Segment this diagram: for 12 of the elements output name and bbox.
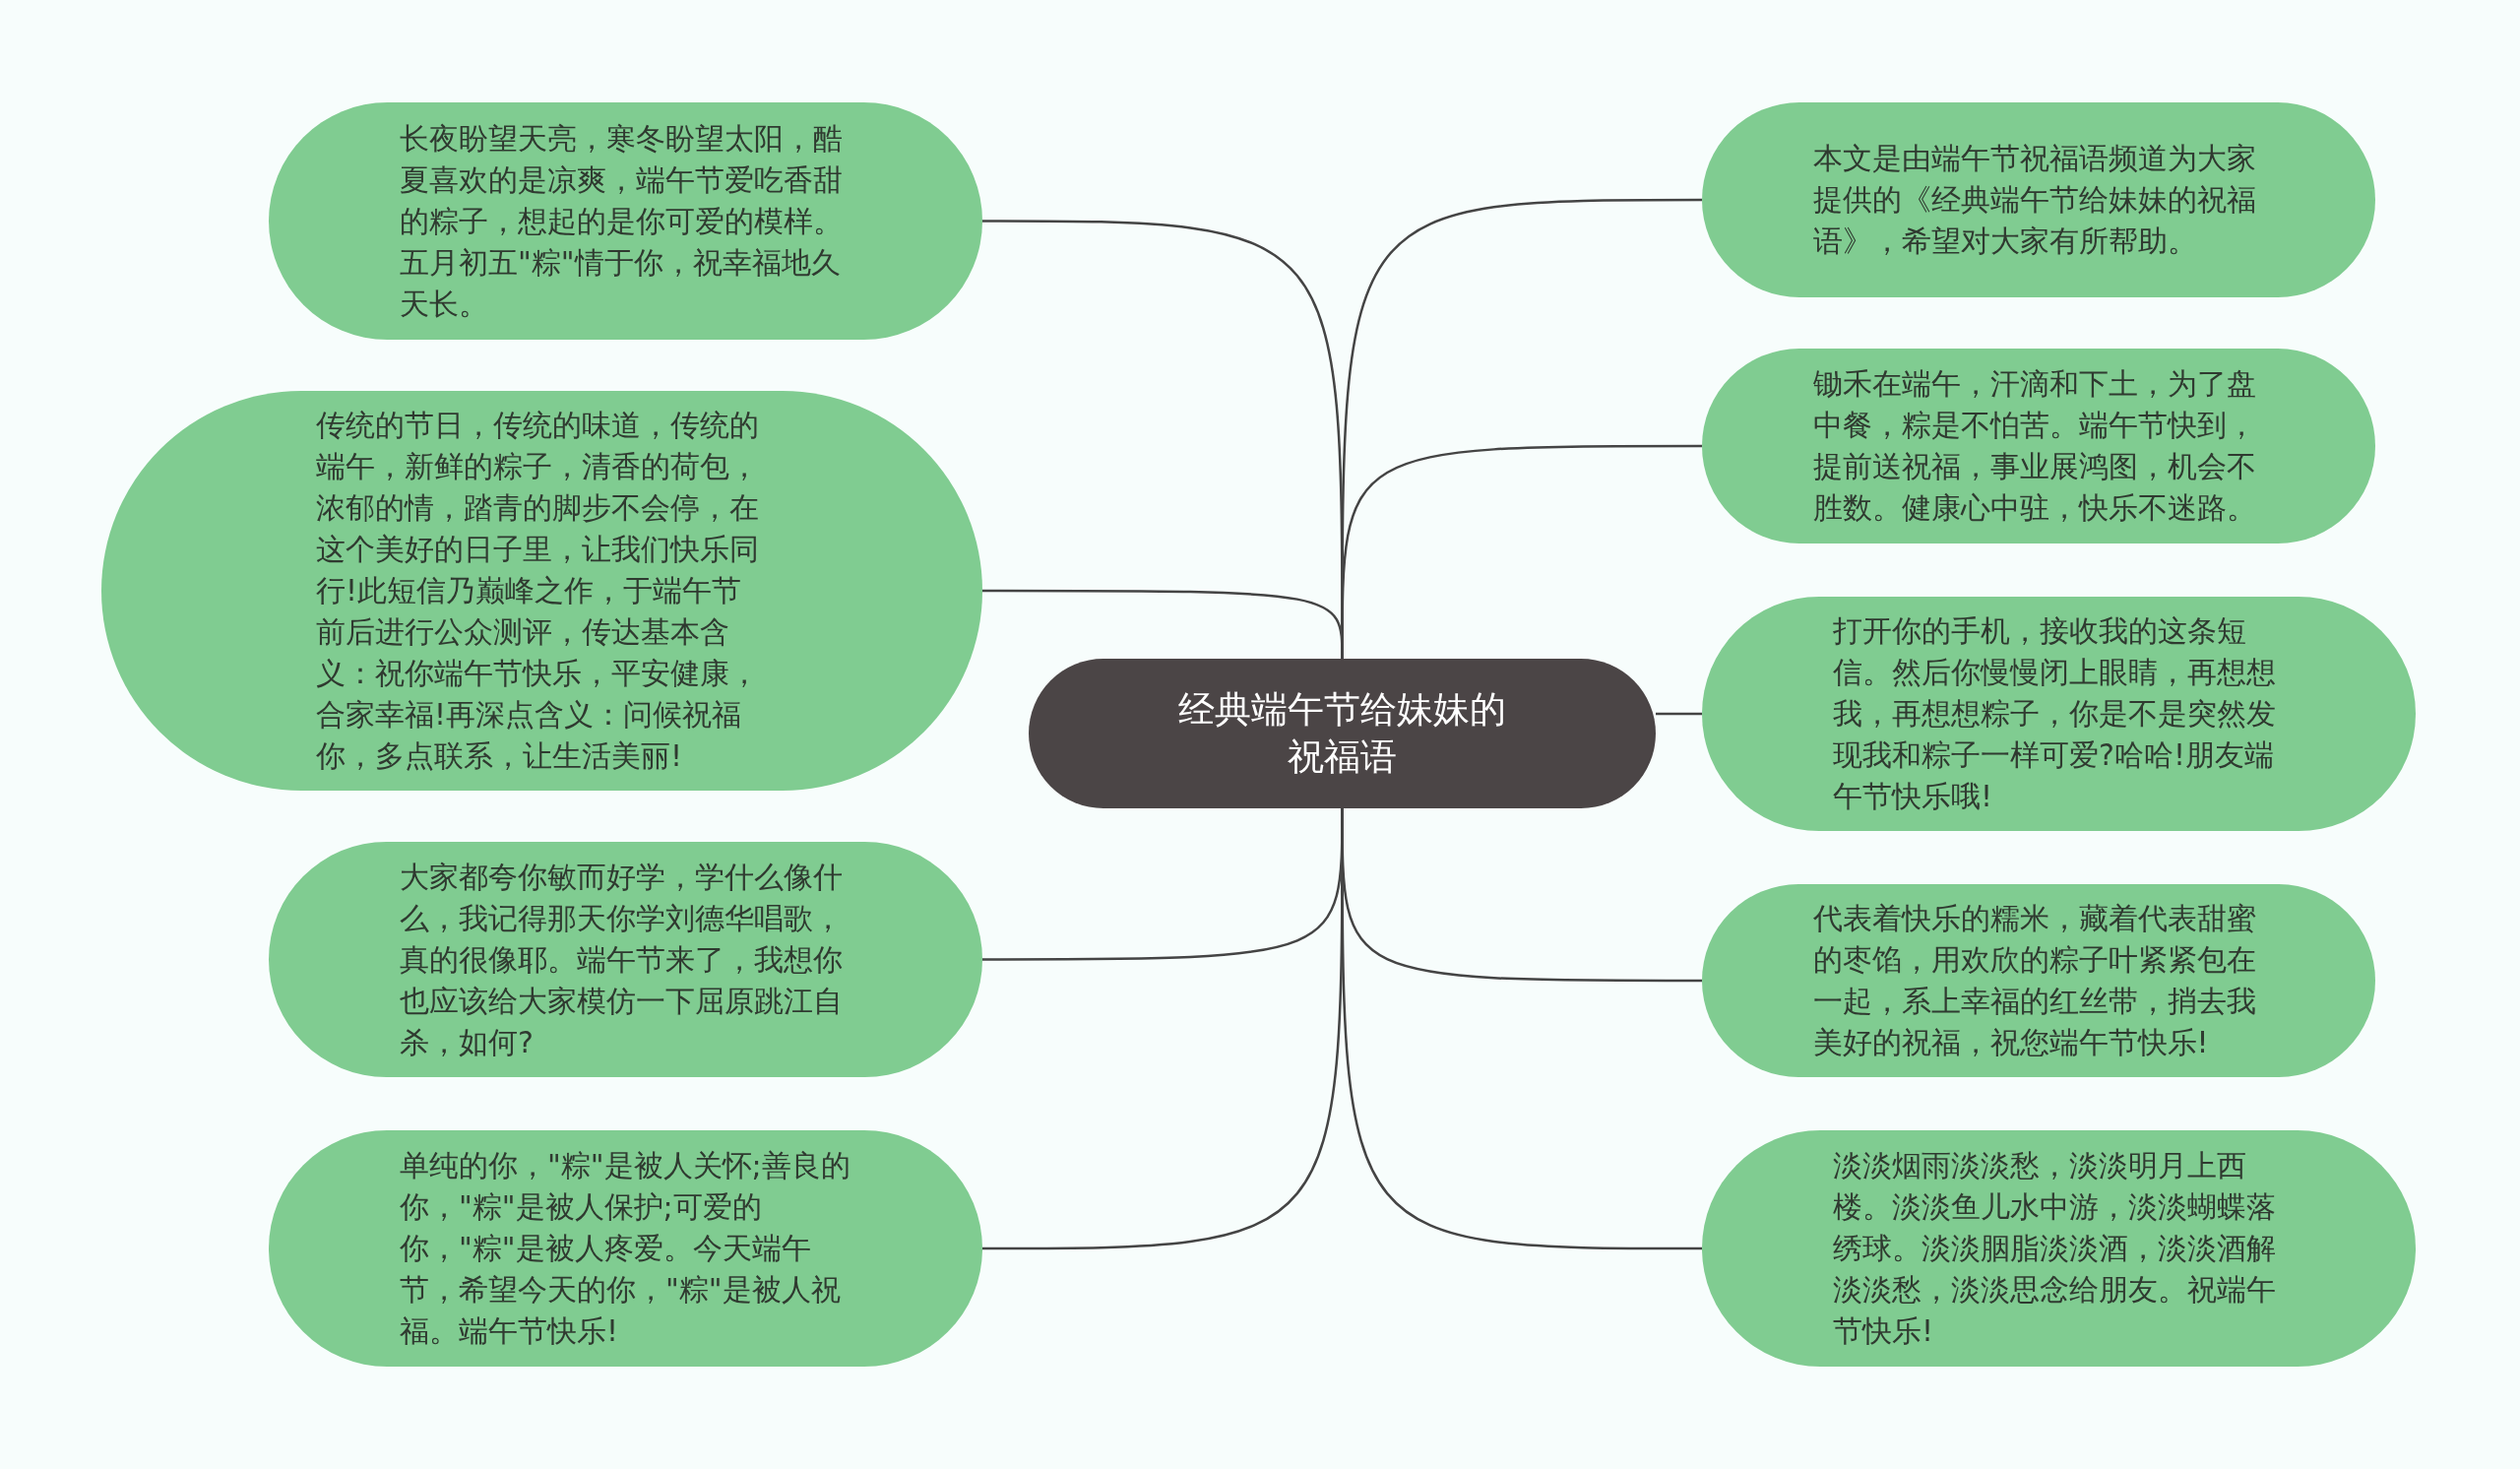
wish-text: 本文是由端午节祝福语频道为大家提供的《经典端午节给妹妹的祝福语》，希望对大家有所帮助。 [1812,140,2257,260]
wish-text: 打开你的手机，接收我的这条短信。然后你慢慢闭上眼睛，再想想我，再想想粽子，你是不是突然发现我和粽子一样可爱?哈哈!朋友端午节快乐哦! [1833,612,2277,815]
wish-text: 淡淡烟雨淡淡愁，淡淡明月上西楼。淡淡鱼儿水中游，淡淡蝴蝶落绣球。淡淡胭脂淡淡酒，淡淡酒解淡淡愁，淡淡思念给朋友。祝端午节快乐! [1833,1147,2277,1350]
topic-title: 经典端午节给妹妹的祝福语 [1177,687,1507,780]
wish-text: 锄禾在端午，汗滴和下土，为了盘中餐，粽是不怕苦。端午节快到，提前送祝福，事业展鸿图，机会不胜数。健康心中驻，快乐不迷路。 [1812,365,2257,527]
wish-text: 代表着快乐的糯米，藏着代表甜蜜的枣馅，用欢欣的粽子叶紧紧包在一起，系上幸福的红丝带，捎去我美好的祝福，祝您端午节快乐! [1812,900,2257,1061]
wish-text: 传统的节日，传统的味道，传统的端午，新鲜的粽子，清香的荷包，浓郁的情，踏青的脚步不会停，在这个美好的日子里，让我们快乐同行!此短信乃巅峰之作，于端午节前后进行公众测评，传达基本含义：祝你端午节快乐，平安健康，合家幸福!再深点含义：问候祝福你，多点联系，让生活美丽! [316,407,760,775]
wish-text: 长夜盼望天亮，寒冬盼望太阳，酷夏喜欢的是凉爽，端午节爱吃香甜的粽子，想起的是你可爱的模样。五月初五"粽"情于你，祝幸福地久天长。 [400,119,844,323]
wish-text: 单纯的你，"粽"是被人关怀;善良的你，"粽"是被人保护;可爱的你，"粽"是被人疼爱。今天端午节，希望今天的你，"粽"是被人祝福。端午节快乐! [400,1147,851,1350]
wish-text: 大家都夸你敏而好学，学什么像什么，我记得那天你学刘德华唱歌，真的很像耶。端午节来了，我想你也应该给大家模仿一下屈原跳江自杀，如何? [400,858,844,1061]
connector-line [982,589,1344,659]
connector-line [1656,712,1702,716]
